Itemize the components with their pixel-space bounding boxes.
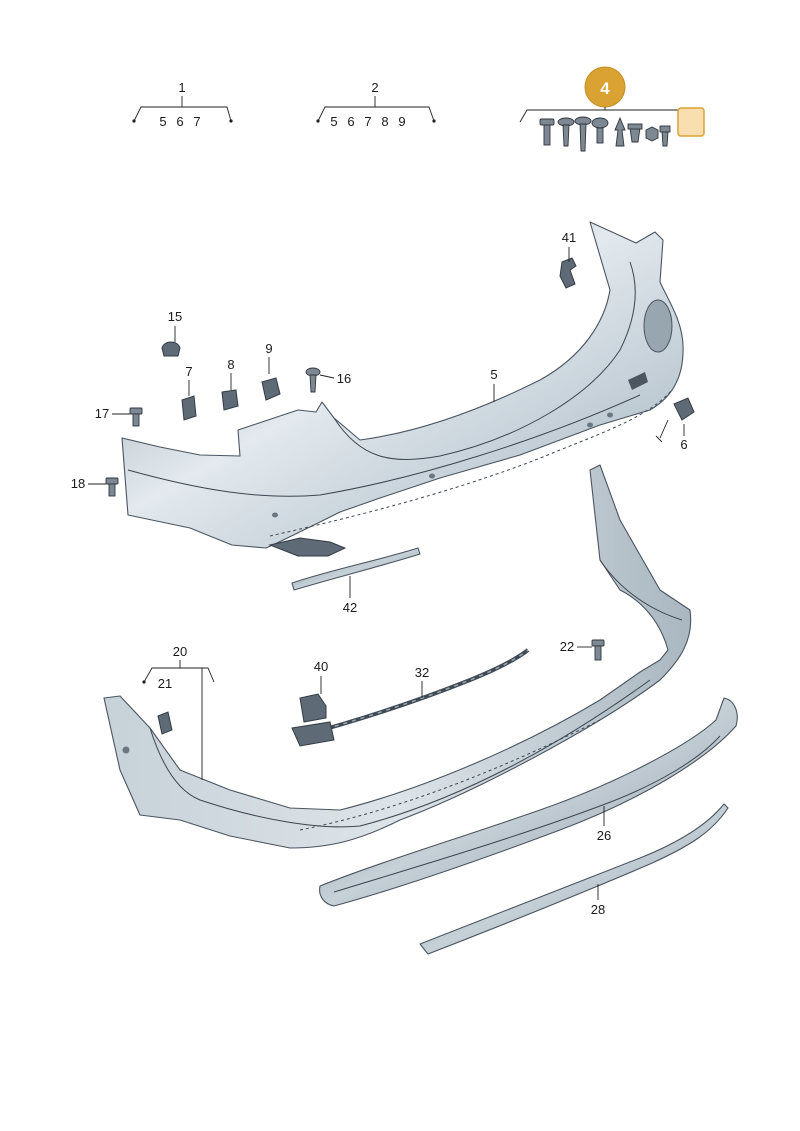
group-4-hardware-kit: 4 — [519, 66, 705, 152]
group-2: 2 5 6 7 8 9 — [316, 80, 436, 129]
screw-icon — [557, 117, 575, 147]
sensor-hole — [272, 512, 278, 518]
lower-bracket — [157, 711, 173, 735]
bolt-icon — [105, 477, 119, 497]
bolt-icon — [591, 117, 609, 144]
callout-1[interactable]: 1 — [178, 80, 185, 95]
callout-4[interactable]: 4 — [600, 79, 610, 98]
callout-40[interactable]: 40 — [314, 659, 328, 674]
leader-2 — [317, 96, 435, 122]
sensor-module[interactable] — [299, 693, 327, 723]
leader-dot — [229, 119, 233, 123]
diffuser-trim[interactable] — [319, 697, 738, 907]
callout-21[interactable]: 21 — [158, 676, 172, 691]
leader-dot — [142, 680, 146, 684]
wheel-arch-recess — [643, 299, 673, 353]
group-1-item-0[interactable]: 5 — [159, 114, 166, 129]
rivet-icon — [659, 125, 671, 147]
callout-16[interactable]: 16 — [337, 371, 351, 386]
guide-strip-28 — [419, 803, 729, 955]
callout-7[interactable]: 7 — [185, 364, 192, 379]
callout-32[interactable]: 32 — [415, 665, 429, 680]
lower-bumper-corner-edge — [599, 559, 683, 621]
sensor-bracket-40 — [291, 693, 335, 747]
callout-28[interactable]: 28 — [591, 902, 605, 917]
side-guide-bracket[interactable] — [559, 257, 577, 289]
callout-6[interactable]: 6 — [680, 437, 687, 452]
group-2-item-1[interactable]: 6 — [347, 114, 354, 129]
nut-icon — [645, 126, 659, 142]
group-1-item-2[interactable]: 7 — [193, 114, 200, 129]
callout-2[interactable]: 2 — [371, 80, 378, 95]
sensor-bracket[interactable] — [291, 721, 335, 747]
callout-22[interactable]: 22 — [560, 639, 574, 654]
bumper-cover — [121, 221, 684, 557]
cover-cap-7[interactable] — [181, 395, 197, 421]
callout-17[interactable]: 17 — [95, 406, 109, 421]
callout-8[interactable]: 8 — [227, 357, 234, 372]
wiring-harness-clips — [299, 649, 529, 737]
sensor-wiring-32 — [299, 648, 530, 738]
bracket-9[interactable] — [261, 377, 281, 401]
trim-strip-42 — [291, 547, 421, 591]
callout-15[interactable]: 15 — [168, 309, 182, 324]
mounting-hole — [122, 746, 130, 754]
group-2-item-0[interactable]: 5 — [330, 114, 337, 129]
bolt-icon — [539, 118, 555, 146]
clip-nut-15[interactable] — [161, 341, 181, 357]
group-2-item-4[interactable]: 9 — [398, 114, 405, 129]
screw-icon — [574, 116, 592, 152]
callout-42[interactable]: 42 — [343, 600, 357, 615]
leader-dot — [132, 119, 136, 123]
lower-bumper-shell[interactable] — [103, 464, 692, 849]
bolt-icon — [129, 407, 143, 427]
group-2-item-3[interactable]: 8 — [381, 114, 388, 129]
lower-guide-strip[interactable] — [419, 803, 729, 955]
highlight-square[interactable] — [677, 107, 705, 137]
lower-bumper-clip-line — [299, 719, 601, 831]
leader-4 — [519, 107, 678, 123]
sensor-hole — [429, 473, 435, 479]
chrome-trim-strip[interactable] — [291, 547, 421, 591]
tow-hook-opening — [628, 372, 648, 390]
diffuser-26 — [319, 697, 738, 907]
lower-bracket — [268, 537, 347, 557]
diffuser-edge — [333, 735, 721, 893]
leader-20 — [143, 660, 215, 780]
leader-dot — [432, 119, 436, 123]
callout-26[interactable]: 26 — [597, 828, 611, 843]
lower-bumper-section — [103, 464, 692, 849]
bumper-inner-edge — [333, 261, 636, 460]
bracket-41 — [559, 257, 577, 289]
tow-hook-cover — [655, 397, 695, 443]
callout-41[interactable]: 41 — [562, 230, 576, 245]
expansion-clip-icon — [627, 123, 643, 143]
leader-16 — [319, 374, 335, 379]
small-parts-left: 15 7 8 9 16 17 18 — [71, 309, 351, 497]
sensor-hole — [587, 422, 593, 428]
group-2-item-2[interactable]: 7 — [364, 114, 371, 129]
bumper-cover-shell[interactable] — [121, 221, 684, 549]
screw-icon — [305, 367, 321, 393]
group-1: 1 5 6 7 — [132, 80, 233, 129]
leader-dot — [316, 119, 320, 123]
lower-bumper-edge — [149, 679, 651, 828]
sensor-hole — [607, 412, 613, 418]
bumper-lower-edge — [269, 389, 673, 537]
callout-5[interactable]: 5 — [490, 367, 497, 382]
cover-cap-8[interactable] — [221, 389, 239, 411]
group-1-item-1[interactable]: 6 — [176, 114, 183, 129]
leader-1 — [133, 96, 232, 122]
clip-icon — [614, 116, 626, 147]
callout-20[interactable]: 20 — [173, 644, 187, 659]
callout-9[interactable]: 9 — [265, 341, 272, 356]
wiring-harness[interactable] — [299, 648, 530, 738]
bumper-crease-line — [127, 394, 641, 497]
callout-18[interactable]: 18 — [71, 476, 85, 491]
bolt-icon — [591, 639, 605, 661]
tow-hook-cover-part[interactable] — [673, 397, 695, 421]
tow-cover-tether — [655, 419, 669, 443]
